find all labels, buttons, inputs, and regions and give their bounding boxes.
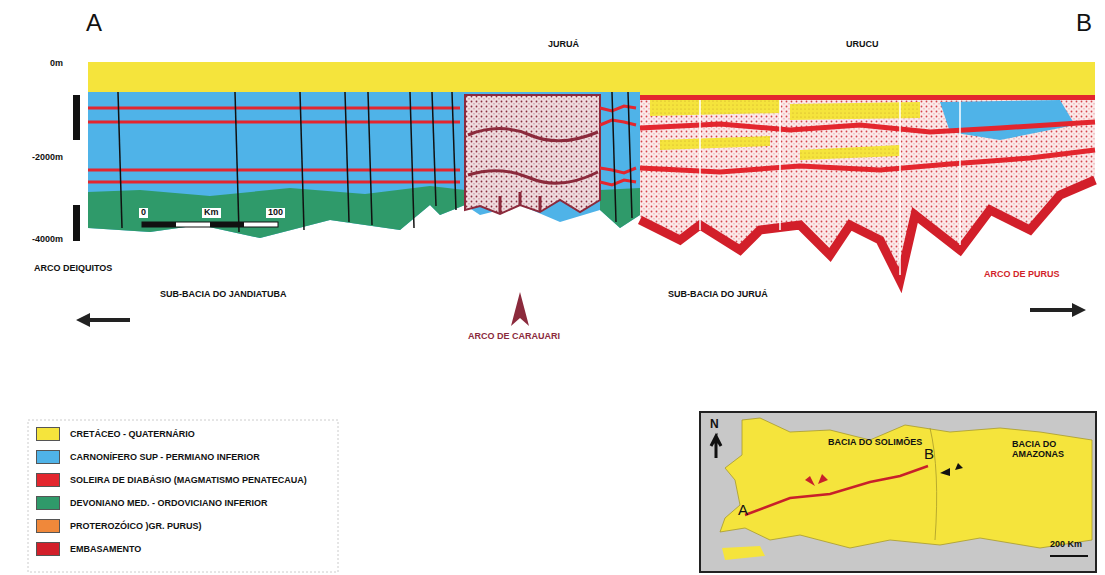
depth-mark: 0m — [50, 59, 63, 69]
diabase-sill — [600, 106, 636, 111]
scale-text: 100 — [266, 208, 285, 218]
region-label: SUB-BACIA DO JANDIATUBA — [160, 290, 287, 300]
legend-text: DEVONIANO MED. - ORDOVICIANO INFERIOR — [70, 498, 268, 508]
scale-text: Km — [202, 208, 221, 218]
legend-swatch — [36, 473, 60, 487]
region-label: ARCO DE CARAUARI — [468, 332, 560, 342]
legend-text: PROTEROZÓICO )GR. PURUS) — [70, 521, 202, 531]
legend-entry: SOLEIRA DE DIABÁSIO (MAGMATISMO PENATECA… — [36, 473, 307, 487]
fault-line — [628, 92, 632, 218]
fault-line — [410, 92, 414, 228]
fault-line — [118, 92, 122, 228]
legend-text: CRETÁCEO - QUATERNÁRIO — [70, 429, 195, 439]
scale-text: URUCU — [846, 40, 879, 50]
fault-line — [432, 92, 436, 206]
legend-entry: DEVONIANO MED. - ORDOVICIANO INFERIOR — [36, 496, 268, 510]
region-label: ARCO DE PURUS — [984, 270, 1060, 280]
legend-swatch — [36, 542, 60, 556]
section-endpoint: A — [738, 502, 748, 519]
region-label: SUB-BACIA DO JURUÁ — [668, 290, 768, 300]
legend-swatch — [36, 496, 60, 510]
legend-text: EMBASAMENTO — [70, 544, 141, 554]
region-label: ARCO DEIQUITOS — [34, 264, 112, 274]
scale-text: 0 — [139, 208, 148, 218]
section-endpoint: A — [86, 10, 102, 36]
legend-text: CARNONÍFERO SUP - PERMIANO INFERIOR — [70, 452, 260, 462]
section-endpoint: B — [1076, 10, 1092, 36]
fault-line — [345, 92, 349, 222]
legend-entry: CRETÁCEO - QUATERNÁRIO — [36, 427, 195, 441]
legend-swatch — [36, 450, 60, 464]
legend-swatch — [36, 427, 60, 441]
fault-line — [235, 92, 239, 232]
region-label: BACIA DO AMAZONAS — [1012, 440, 1082, 460]
diabase-sill — [88, 121, 460, 124]
depth-mark: -2000m — [32, 153, 63, 163]
legend-text: SOLEIRA DE DIABÁSIO (MAGMATISMO PENATECA… — [70, 475, 307, 485]
depth-mark: -4000m — [32, 235, 63, 245]
scale-text: JURUÁ — [548, 40, 579, 50]
section-endpoint: B — [924, 446, 934, 463]
diabase-sill — [88, 181, 460, 184]
diabase-sill — [88, 107, 460, 110]
diabase-sill — [88, 169, 460, 172]
diabase-sill — [600, 120, 636, 125]
fault-line — [452, 92, 456, 210]
region-label: N — [710, 418, 719, 431]
region-label: BACIA DO SOLIMÕES — [828, 438, 922, 448]
fault-line — [368, 92, 372, 225]
legend-entry: EMBASAMENTO — [36, 542, 141, 556]
fault-line — [300, 92, 304, 230]
legend-entry: CARNONÍFERO SUP - PERMIANO INFERIOR — [36, 450, 260, 464]
region-label: 200 Km — [1050, 540, 1082, 550]
legend-entry: PROTEROZÓICO )GR. PURUS) — [36, 519, 202, 533]
fault-line — [612, 92, 616, 222]
legend-swatch — [36, 519, 60, 533]
